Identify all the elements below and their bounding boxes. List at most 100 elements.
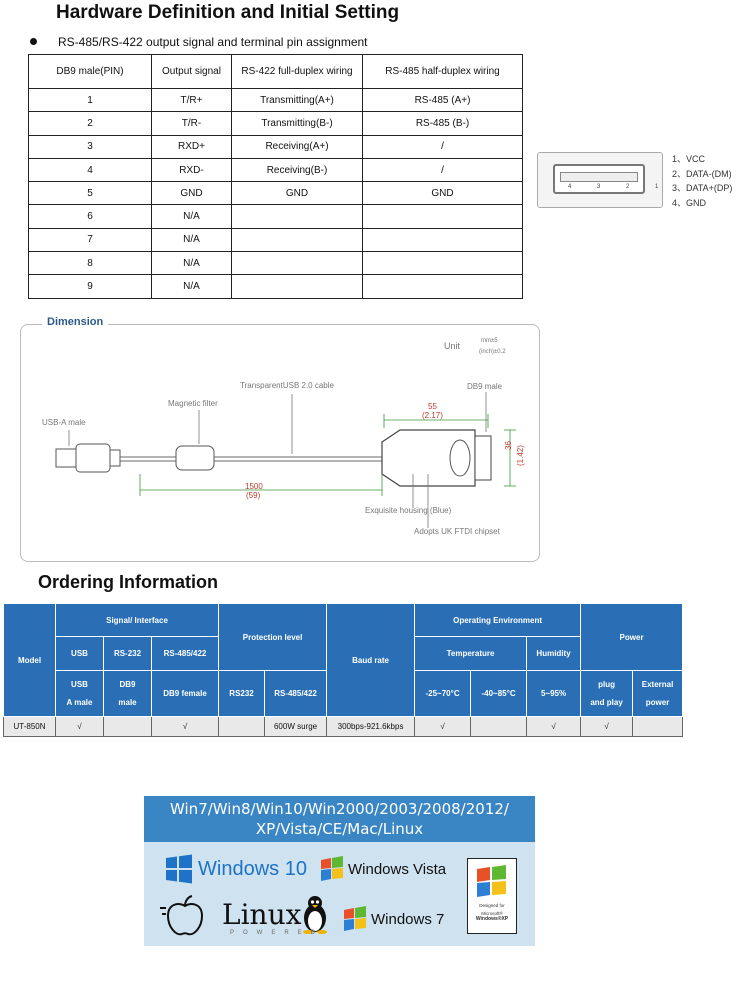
height-inch: (1.42) [516, 445, 525, 466]
ordering-table: Model Signal/ Interface Protection level… [3, 603, 684, 737]
header-model: Model [3, 603, 56, 717]
table-cell: / [362, 157, 523, 183]
spec-text: DB9 [119, 680, 136, 689]
unit-inch: (inch)±0.2 [479, 349, 506, 355]
apple-mac-logo-icon [160, 895, 204, 936]
usb-port-slot [560, 172, 638, 182]
spec-text: power [645, 698, 670, 707]
table-cell [362, 274, 523, 299]
table-cell: GND [151, 181, 232, 206]
table-cell: 1 [28, 87, 152, 113]
table-cell: N/A [151, 204, 232, 229]
header-cell: DB9 male(PIN) [28, 54, 152, 89]
cell: √ [580, 716, 634, 737]
table-cell [231, 227, 363, 253]
spec-external-power: External power [632, 670, 684, 717]
pin-table-header: DB9 male(PIN) Output signal RS-422 full-… [28, 54, 523, 89]
cell: √ [150, 716, 220, 737]
table-cell [362, 204, 523, 229]
powered-label: POWERED [230, 930, 325, 936]
table-cell: Receiving(B-) [231, 157, 363, 183]
table-cell: T/R+ [151, 87, 232, 113]
cable-dimension-drawing [55, 392, 516, 528]
cell [470, 716, 528, 737]
os-list-band [144, 796, 535, 842]
table-cell: N/A [151, 227, 232, 253]
length-inch: (59) [246, 491, 261, 500]
dimension-panel [20, 324, 540, 562]
windows-10-logo-icon [166, 854, 192, 884]
table-cell: / [362, 134, 523, 159]
housing-label: Exquisite housing (Blue) [365, 506, 452, 515]
cell: √ [414, 716, 472, 737]
table-row: UT-850N √ √ 600W surge 300bps-921.6kbps … [3, 716, 684, 737]
table-cell: Receiving(A+) [231, 134, 363, 159]
table-cell: 6 [28, 204, 152, 229]
cell [103, 716, 152, 737]
table-cell: Transmitting(B-) [231, 111, 363, 136]
width-mm: 55 [428, 402, 437, 411]
table-cell [231, 274, 363, 299]
usb-pin-item: 4、GND [672, 197, 707, 208]
header-rs485: RS-485/422 [150, 636, 220, 671]
table-cell: 2 [28, 111, 152, 136]
spec-text: External [641, 680, 674, 689]
usb-a-label: USB-A male [42, 418, 86, 427]
header-environment: Operating Environment [414, 603, 582, 637]
table-cell [231, 204, 363, 229]
cell [218, 716, 266, 737]
header-power: Power [580, 603, 684, 671]
header-humidity: Humidity [526, 636, 582, 671]
table-cell: RS-485 (B-) [362, 111, 523, 136]
unit-mm: mm±5 [481, 338, 498, 344]
dimension-title: Dimension [42, 316, 109, 328]
spec-text: and play [590, 698, 623, 707]
header-usb: USB [55, 636, 104, 671]
pin-assignment-subtitle: RS-485/RS-422 output signal and terminal… [58, 35, 368, 49]
usb-pin-item: 2、DATA-(DM) [672, 168, 732, 179]
table-cell: N/A [151, 251, 232, 276]
table-cell: RXD- [151, 157, 232, 183]
db9-label: DB9 male [467, 382, 503, 391]
header-cell: RS-485 half-duplex wiring [362, 54, 523, 89]
unit-label: Unit [444, 341, 461, 351]
cell: √ [55, 716, 104, 737]
windows-xp-logo-icon [477, 865, 506, 897]
cable-label: TransparentUSB 2.0 cable [240, 381, 334, 390]
chipset-label: Adopts UK FTDI chipset [414, 527, 500, 536]
cell-baud: 300bps-921.6kbps [326, 716, 416, 737]
table-cell: GND [362, 181, 523, 206]
header-protection: Protection level [218, 603, 328, 671]
usb-pin-item: 1、VCC [672, 154, 706, 164]
spec-text: USB [71, 680, 88, 689]
spec-temp-1: -25~70°C [414, 670, 472, 717]
usb-pin-numbers: 4 3 2 1 [568, 184, 671, 190]
table-cell: T/R- [151, 111, 232, 136]
header-cell: Output signal [151, 54, 232, 89]
os-list-line-2: XP/Vista/CE/Mac/Linux [255, 820, 424, 838]
header-cell: RS-422 full-duplex wiring [231, 54, 363, 89]
spec-text: A male [66, 698, 93, 707]
table-cell: RS-485 (A+) [362, 87, 523, 113]
length-mm: 1500 [245, 482, 263, 491]
table-cell: 4 [28, 157, 152, 183]
cell: 600W surge [264, 716, 328, 737]
windows-7-logo-icon [344, 906, 366, 931]
usb-pin-item: 3、DATA+(DP) [672, 183, 733, 193]
os-list-line-1: Win7/Win8/Win10/Win2000/2003/2008/2012/ [170, 800, 509, 818]
spec-humidity: 5~95% [526, 670, 582, 717]
table-cell [362, 227, 523, 253]
table-cell: 5 [28, 181, 152, 206]
table-cell: GND [231, 181, 363, 206]
table-cell: 8 [28, 251, 152, 276]
spec-temp-2: -40~85°C [470, 670, 528, 717]
header-signal-interface: Signal/ Interface [54, 603, 220, 637]
